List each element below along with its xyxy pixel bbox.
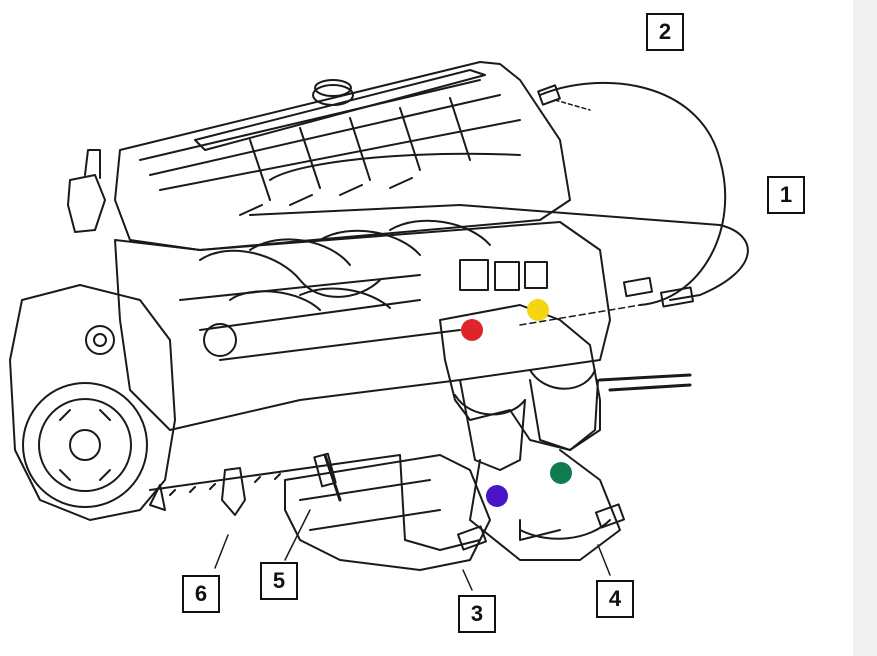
- o2-sensor-upstream-wire: [539, 81, 727, 306]
- crank-pulley-outer: [22, 382, 148, 508]
- wire-clip: [221, 467, 246, 516]
- callout-1: 1: [767, 176, 805, 214]
- yellow-marker: [527, 299, 549, 321]
- crank-pulley-inner: [38, 398, 132, 492]
- leader-line-6: [214, 534, 229, 569]
- timing-cover: [9, 284, 176, 521]
- green-marker: [550, 462, 572, 484]
- intake-manifold: [199, 219, 491, 298]
- callout-6: 6: [182, 575, 220, 613]
- oil-filler-cap: [312, 84, 354, 106]
- oil-pan: [284, 454, 491, 571]
- o2-sensor-downstream-wire: [249, 204, 749, 301]
- engine-block: [114, 221, 611, 431]
- callout-5: 5: [260, 562, 298, 600]
- crank-pulley-hub: [69, 429, 101, 461]
- dipstick-tube: [323, 453, 342, 502]
- callout-2: 2: [646, 13, 684, 51]
- red-marker: [461, 319, 483, 341]
- leader-line-4: [597, 544, 611, 576]
- valve-cover: [114, 61, 571, 251]
- purple-marker: [486, 485, 508, 507]
- leader-line-5: [284, 509, 311, 561]
- leader-line-3: [462, 569, 473, 591]
- callout-3: 3: [458, 595, 496, 633]
- leader-line-2: [554, 99, 591, 111]
- scroll-side-strip: [853, 0, 877, 656]
- callout-4: 4: [596, 580, 634, 618]
- lower-o2-wire: [149, 454, 481, 551]
